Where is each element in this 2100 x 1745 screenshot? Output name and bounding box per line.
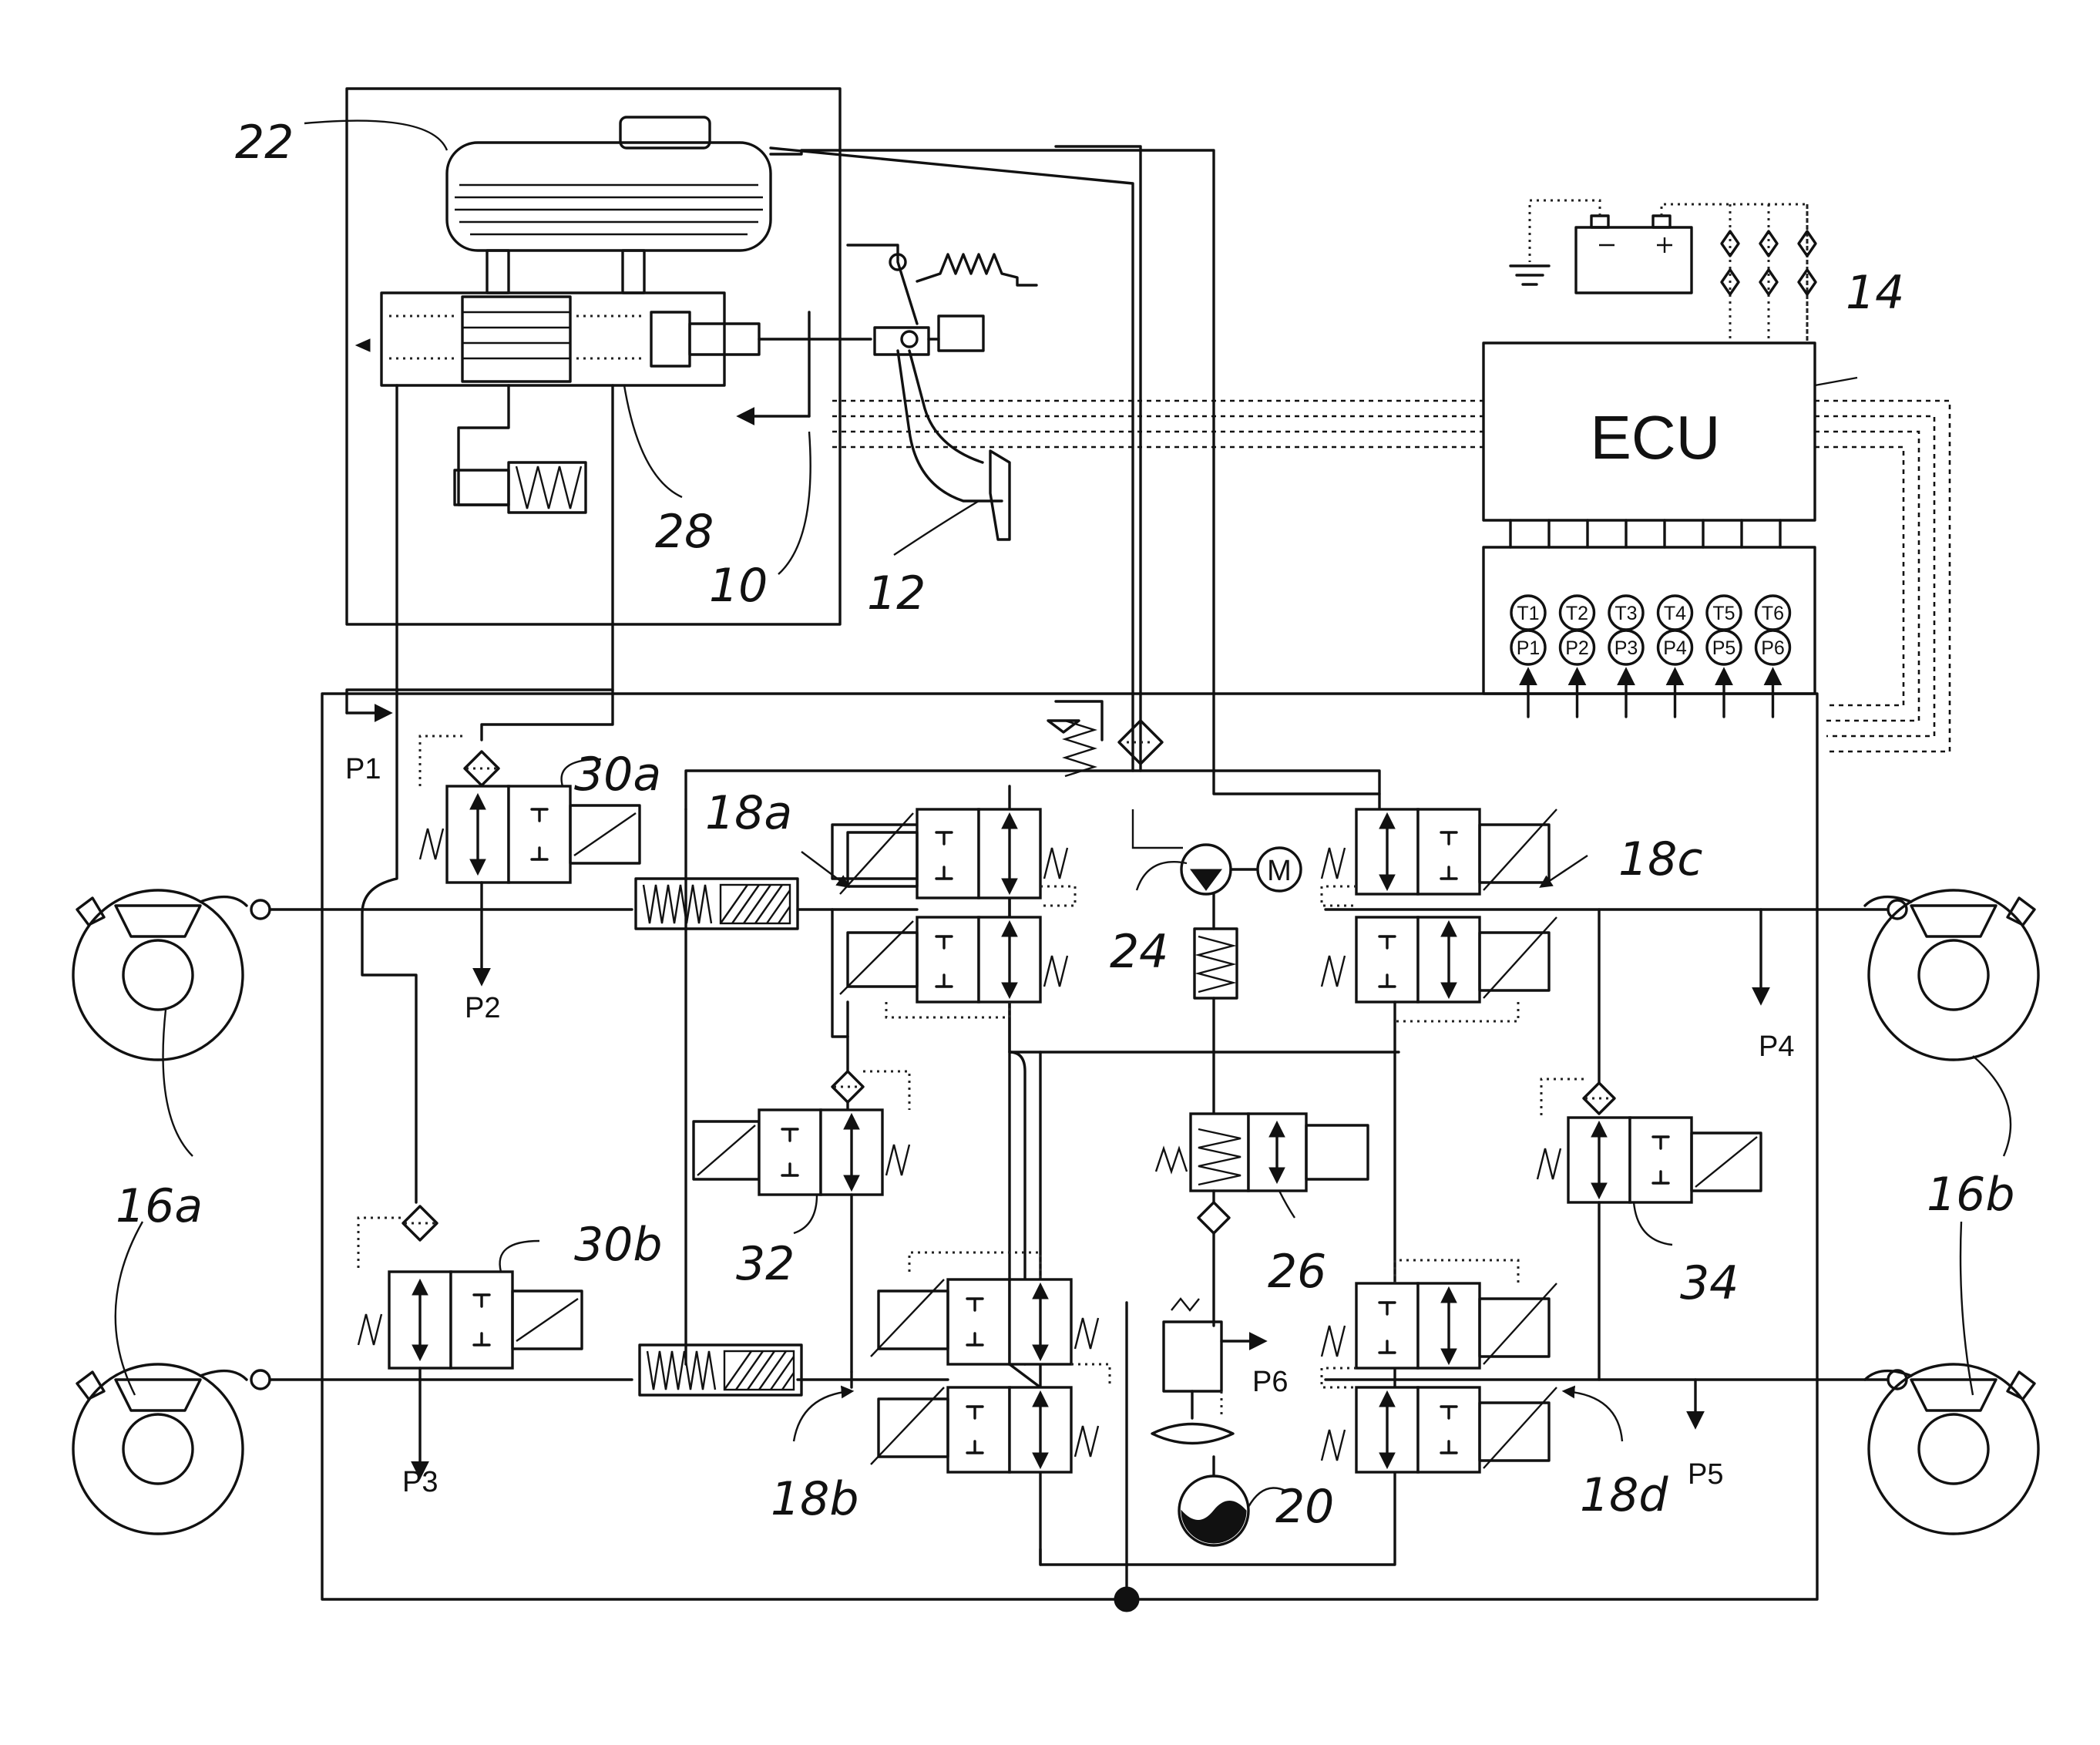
pressure-transducer-label: P3 bbox=[1614, 637, 1638, 659]
label-18a: 18a bbox=[705, 786, 792, 840]
label-18d: 18d bbox=[1580, 1468, 1668, 1522]
label-16a: 16a bbox=[116, 1179, 203, 1233]
pressure-taps bbox=[1695, 909, 1761, 1426]
temp-transducer-label: T3 bbox=[1614, 603, 1637, 624]
separator-piston-front bbox=[636, 879, 798, 929]
separator-piston-rear bbox=[640, 1345, 801, 1395]
label-14: 14 bbox=[1846, 266, 1904, 320]
pressure-transducer-label: P6 bbox=[1761, 637, 1785, 659]
label-p3: P3 bbox=[402, 1466, 438, 1498]
label-26: 26 bbox=[1268, 1245, 1326, 1299]
isolation-valve-30b bbox=[358, 1206, 582, 1476]
brake-line-front bbox=[251, 900, 1907, 919]
label-p4: P4 bbox=[1759, 1031, 1794, 1063]
label-28: 28 bbox=[655, 505, 714, 559]
valve-18a bbox=[832, 809, 1075, 1110]
brake-pedal bbox=[848, 245, 1037, 540]
pressure-relief-spring bbox=[455, 385, 586, 513]
label-30b: 30b bbox=[574, 1218, 662, 1272]
relief-valve-top bbox=[1048, 701, 1162, 776]
label-18c: 18c bbox=[1618, 832, 1702, 886]
master-cylinder bbox=[356, 293, 871, 385]
valve-18d bbox=[1322, 1260, 1557, 1472]
label-34: 34 bbox=[1680, 1256, 1739, 1310]
pressure-transducer-label: P2 bbox=[1565, 637, 1589, 659]
power-fuses bbox=[1722, 204, 1816, 343]
wheel-brake-rear-right bbox=[1865, 1364, 2038, 1534]
valve-32 bbox=[694, 1110, 909, 1372]
label-32: 32 bbox=[736, 1237, 795, 1291]
pressure-transducer-label: P5 bbox=[1712, 637, 1736, 659]
temp-transducer-label: T2 bbox=[1566, 603, 1588, 624]
label-p5: P5 bbox=[1688, 1458, 1723, 1491]
label-20: 20 bbox=[1275, 1480, 1334, 1534]
label-p1: P1 bbox=[345, 753, 381, 785]
reservoir bbox=[447, 117, 771, 293]
label-16b: 16b bbox=[1927, 1168, 2014, 1222]
temp-transducer-label: T6 bbox=[1762, 603, 1784, 624]
ecu-title: ECU bbox=[1591, 403, 1721, 472]
supply-valve bbox=[1156, 1114, 1368, 1326]
label-p2: P2 bbox=[465, 992, 500, 1024]
wheel-brake-rear-left bbox=[73, 1364, 247, 1534]
ecu-connector bbox=[1510, 520, 1780, 547]
temp-transducer-label: T5 bbox=[1712, 603, 1735, 624]
label-24: 24 bbox=[1110, 925, 1168, 979]
battery bbox=[1510, 200, 1807, 343]
electrical-harness bbox=[832, 401, 1950, 751]
label-p6: P6 bbox=[1252, 1366, 1288, 1398]
label-10: 10 bbox=[709, 559, 768, 613]
valve-18c bbox=[1322, 809, 1557, 1052]
leader-lines bbox=[116, 121, 2011, 1441]
pressure-transducer-label: P1 bbox=[1517, 637, 1541, 659]
wheel-brake-front-left bbox=[73, 890, 247, 1060]
motor-label: M bbox=[1267, 855, 1292, 887]
transducer-circles: T1P1 T2P2 T3P3 T4P4 T5P5 T6P6 bbox=[1511, 596, 1790, 717]
valve-18b bbox=[852, 1252, 1110, 1472]
ecu-module: ECU bbox=[1483, 343, 1857, 547]
label-22: 22 bbox=[235, 116, 294, 170]
temp-transducer-label: T4 bbox=[1664, 603, 1686, 624]
label-30a: 30a bbox=[574, 748, 661, 802]
brake-line-rear bbox=[251, 1370, 1907, 1389]
pedal-sensor bbox=[740, 312, 809, 416]
label-12: 12 bbox=[867, 567, 926, 620]
accumulator bbox=[1152, 1299, 1287, 1545]
label-18b: 18b bbox=[771, 1472, 858, 1526]
pressure-transducer-label: P4 bbox=[1663, 637, 1687, 659]
temp-transducer-label: T1 bbox=[1517, 603, 1539, 624]
